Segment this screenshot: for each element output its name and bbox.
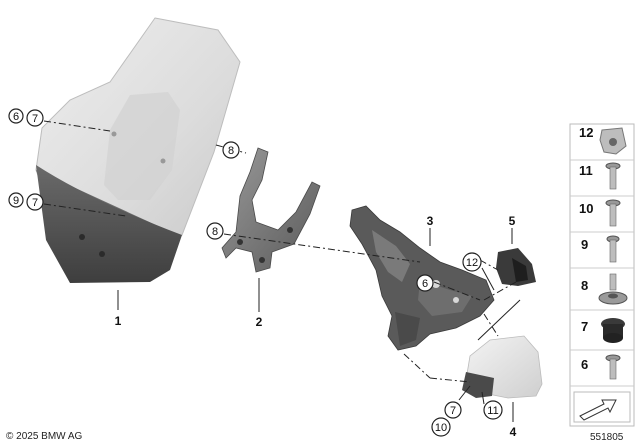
callout-8a: 8 — [222, 141, 240, 159]
screw-icon-6 — [605, 354, 621, 380]
screw-icon-10 — [605, 199, 621, 227]
panel-label-7: 7 — [581, 319, 588, 334]
panel-label-8: 8 — [581, 278, 588, 293]
part-number-5: 5 — [509, 214, 516, 228]
screw-icon-11 — [605, 162, 621, 190]
callout-6b-label: 6 — [422, 278, 428, 290]
callout-7a: 7 — [26, 109, 44, 127]
panel-label-12: 12 — [579, 125, 593, 140]
callout-6a-label: 6 — [13, 111, 19, 123]
windscreen — [35, 17, 241, 283]
callout-7c-label: 7 — [450, 405, 456, 417]
callout-7a-label: 7 — [32, 113, 38, 125]
panel-label-6: 6 — [581, 357, 588, 372]
callout-11-label: 11 — [487, 405, 498, 417]
callout-10: 10 — [431, 417, 451, 437]
callout-6b: 6 — [416, 274, 434, 292]
screw-icon-9 — [606, 235, 620, 263]
part-number-3: 3 — [427, 214, 434, 228]
panel-label-9: 9 — [581, 237, 588, 252]
callout-7b: 7 — [26, 193, 44, 211]
callout-9: 9 — [8, 192, 24, 208]
callout-7b-label: 7 — [32, 197, 38, 209]
part-number-4: 4 — [510, 425, 517, 439]
callout-9-label: 9 — [13, 195, 19, 207]
callout-10-label: 10 — [435, 422, 447, 434]
callout-12-label: 12 — [466, 257, 478, 269]
callout-8b: 8 — [206, 222, 224, 240]
leader-lines — [117, 228, 514, 422]
part-number-2: 2 — [256, 315, 263, 329]
direction-arrow-icon — [573, 391, 631, 423]
callout-6a: 6 — [8, 108, 24, 124]
windscreen-bracket — [221, 147, 321, 273]
large-cover — [462, 335, 543, 399]
grommet-icon — [601, 318, 625, 343]
callout-7c: 7 — [444, 401, 462, 419]
panel-label-10: 10 — [579, 201, 593, 216]
callout-8a-label: 8 — [228, 145, 234, 157]
callout-11: 11 — [483, 400, 503, 420]
spacer-icon — [598, 273, 628, 305]
callout-12: 12 — [462, 252, 482, 272]
part-number-1: 1 — [115, 314, 122, 328]
diagram-id: 551805 — [590, 432, 624, 443]
nut-icon — [599, 127, 627, 155]
copyright-text: © 2025 BMW AG — [6, 431, 83, 442]
callout-8b-label: 8 — [212, 226, 218, 238]
hardware-panel: 12 11 10 9 8 7 — [569, 123, 635, 427]
small-cover — [496, 248, 536, 286]
panel-label-11: 11 — [579, 163, 593, 178]
